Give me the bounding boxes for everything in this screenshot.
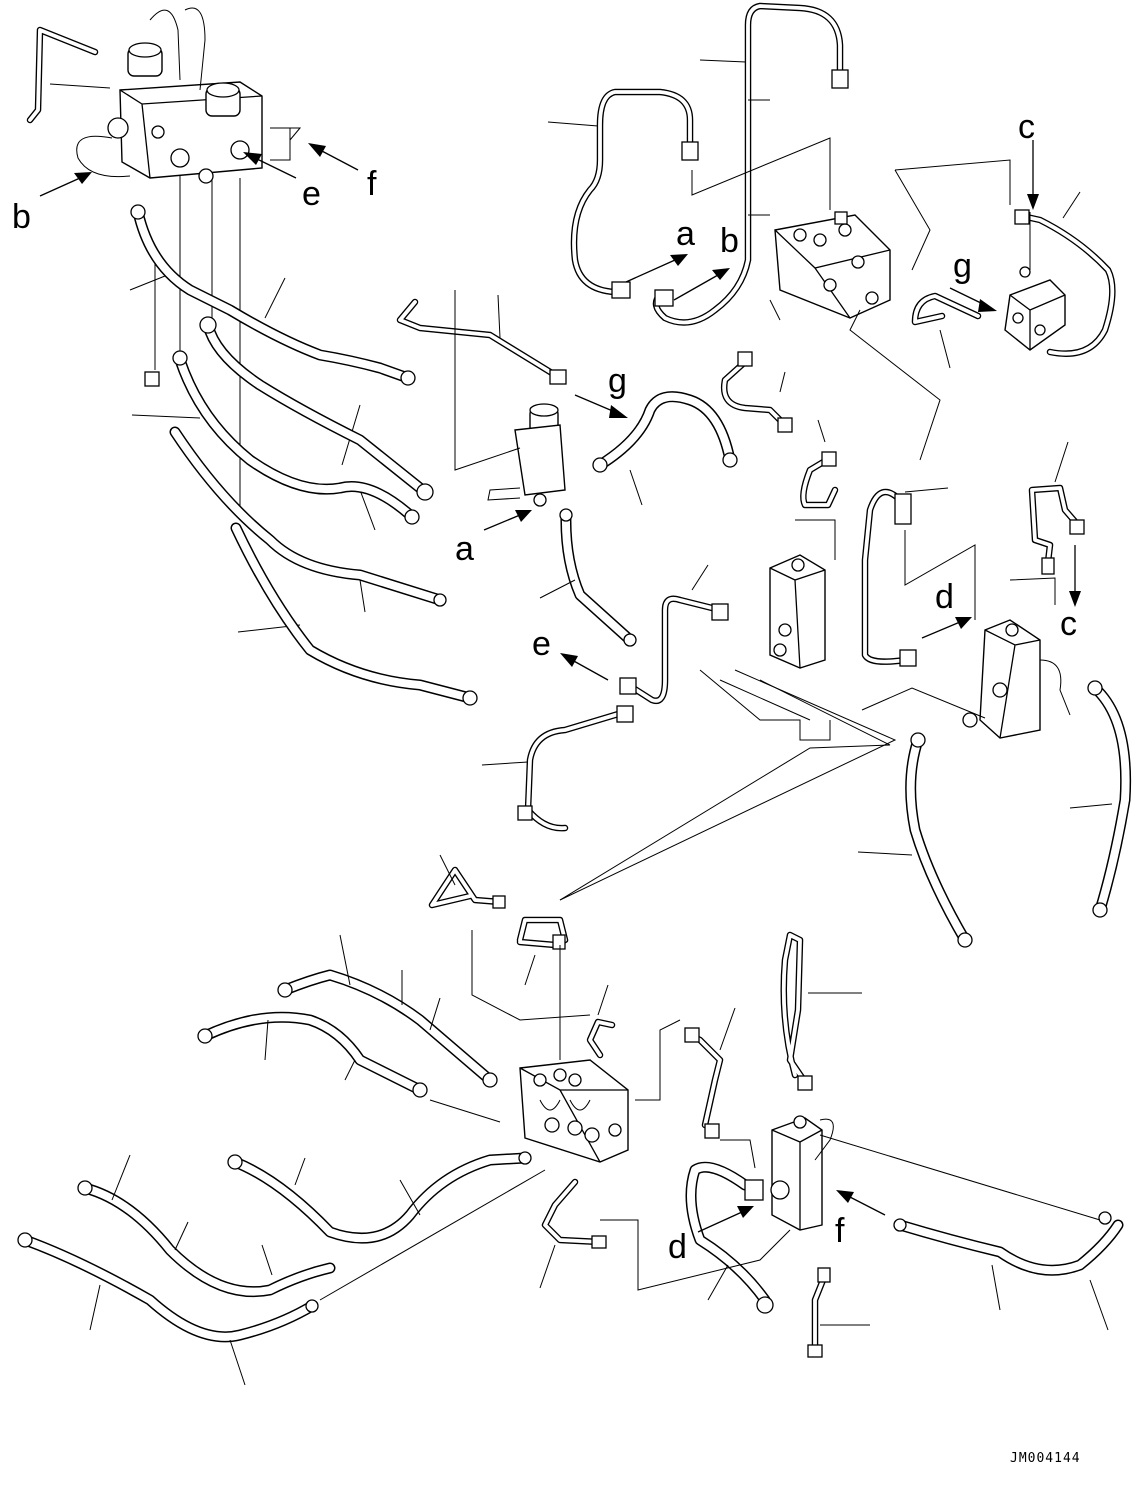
label-f-left: f [367, 165, 377, 203]
label-c-right: c [1060, 605, 1077, 643]
pipes-bottom-left [17, 866, 616, 1343]
leader-lines-bottom-right [600, 992, 1109, 1331]
solenoid-valve-middle [487, 403, 566, 507]
top-middle-pipes [570, 2, 849, 326]
valve-bottom-right [770, 1115, 834, 1231]
valve-right [962, 619, 1071, 739]
label-c-top: c [1018, 108, 1035, 146]
valve-top-middle [774, 211, 891, 319]
label-f-bottom: f [835, 1212, 845, 1250]
drawing-code: JM004144 [1010, 1451, 1081, 1466]
label-g-right: g [953, 247, 972, 285]
hoses-top-left [130, 204, 478, 706]
leader-lines-bottom-left [89, 854, 681, 1386]
pipes-middle [396, 298, 839, 832]
label-b-left: b [12, 198, 31, 236]
label-b-top: b [720, 222, 739, 260]
label-d-bottom: d [668, 1228, 687, 1266]
main-control-valve-bottom [519, 1059, 629, 1163]
pipes-bottom-right [684, 931, 1124, 1358]
label-a-top: a [676, 215, 695, 253]
valve-assembly-top-left [26, 7, 291, 184]
leader-lines-top-middle [547, 59, 941, 461]
valve-middle [769, 554, 826, 669]
leader-lines-right [857, 441, 1113, 856]
label-e-left: e [302, 175, 321, 213]
connection-arrows [39, 140, 1081, 1233]
label-g-mid: g [608, 362, 627, 400]
leader-lines-middle [454, 290, 897, 901]
connection-label-group: a b c g b e f g a e d c d f JM004144 [12, 108, 1081, 1466]
label-a-mid: a [455, 530, 474, 568]
label-d-mid: d [935, 578, 954, 616]
leader-lines-top-left [49, 83, 376, 633]
valve-top-right [894, 159, 1116, 369]
pipes-right [861, 484, 1132, 948]
label-e-mid: e [532, 625, 551, 663]
